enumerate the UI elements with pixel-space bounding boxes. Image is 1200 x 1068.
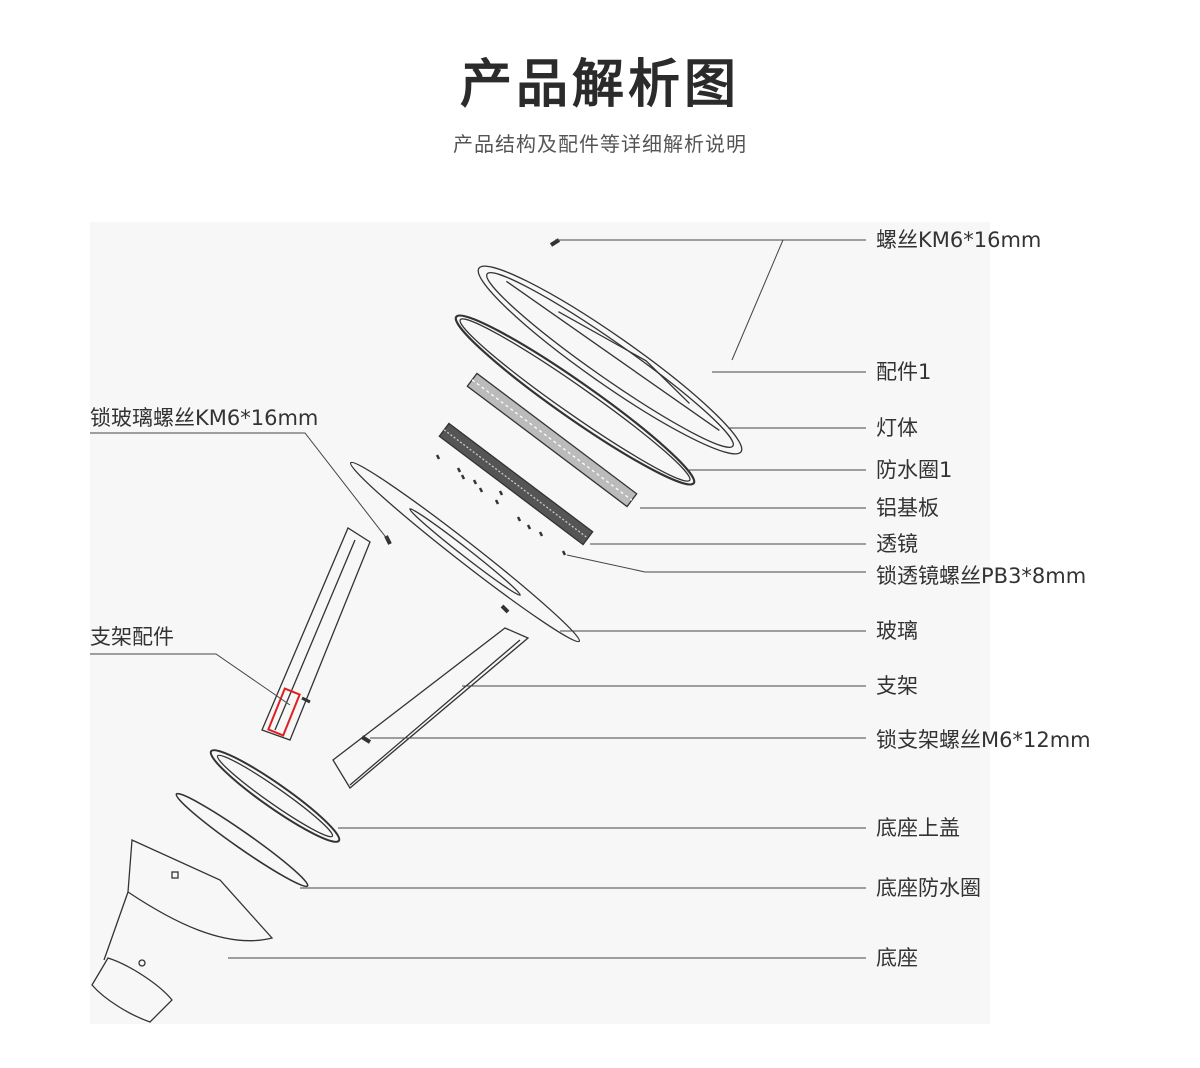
lamp-body-part bbox=[477, 265, 743, 455]
label-part-1: 配件1 bbox=[876, 360, 932, 384]
label-bracket-part: 支架配件 bbox=[90, 625, 174, 649]
label-screw-km6: 螺丝KM6*16mm bbox=[876, 228, 1042, 252]
label-waterproof-ring-1: 防水圈1 bbox=[876, 458, 953, 482]
page-title: 产品解析图 bbox=[459, 55, 740, 115]
label-bracket-screw: 锁支架螺丝M6*12mm bbox=[876, 728, 1091, 752]
label-aluminum-board: 铝基板 bbox=[876, 496, 939, 520]
label-glass: 玻璃 bbox=[876, 619, 918, 643]
label-lens: 透镜 bbox=[876, 532, 918, 556]
base-waterproof-ring-part bbox=[175, 792, 309, 888]
lens-part bbox=[438, 422, 594, 546]
label-bracket: 支架 bbox=[876, 674, 918, 698]
glass-part bbox=[349, 461, 581, 643]
label-base: 底座 bbox=[876, 946, 918, 970]
label-lamp-body: 灯体 bbox=[876, 416, 918, 440]
label-base-top-cover: 底座上盖 bbox=[876, 816, 960, 840]
glass-screw-mark bbox=[500, 604, 510, 614]
label-base-waterproof-ring: 底座防水圈 bbox=[876, 876, 981, 900]
waterproof-ring-1-part bbox=[454, 314, 696, 486]
bracket-part bbox=[332, 627, 530, 789]
leader-lines bbox=[90, 239, 866, 959]
base-part bbox=[91, 839, 274, 1023]
page-subtitle: 产品结构及配件等详细解析说明 bbox=[453, 132, 747, 156]
aluminum-board-part bbox=[466, 372, 638, 508]
label-glass-screw: 锁玻璃螺丝KM6*16mm bbox=[90, 406, 319, 430]
base-top-cover-part bbox=[209, 749, 341, 843]
bracket-accessory-part bbox=[261, 527, 371, 741]
label-lens-screw: 锁透镜螺丝PB3*8mm bbox=[876, 564, 1087, 588]
lens-screws-part bbox=[435, 454, 567, 556]
top-screw-part bbox=[549, 238, 561, 247]
